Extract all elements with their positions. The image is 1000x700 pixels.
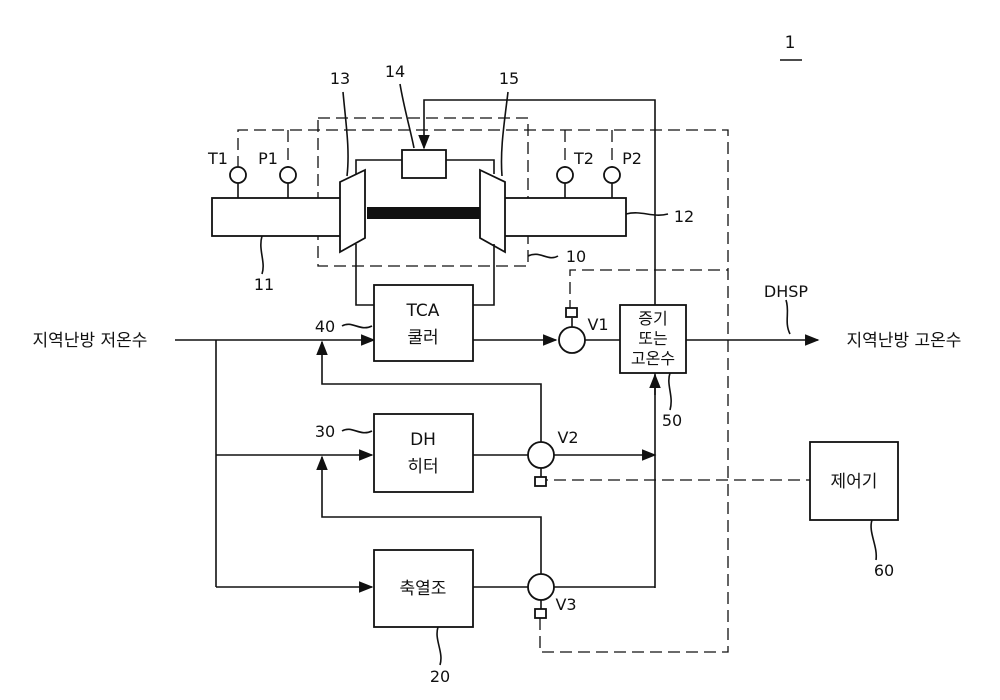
sensor-p2	[604, 167, 620, 198]
ref-20: 20	[430, 667, 450, 686]
steam-label-1: 증기	[638, 309, 667, 328]
sensor-p1	[280, 167, 296, 198]
v3-label: V3	[555, 595, 576, 614]
ref-50: 50	[662, 411, 682, 430]
leader-15	[501, 92, 508, 176]
dh-label-2: 히터	[407, 457, 438, 477]
controller-label: 제어기	[831, 472, 878, 492]
ref-11: 11	[254, 275, 274, 294]
inlet-label: 지역난방 저온수	[33, 331, 148, 351]
leader-11	[261, 236, 263, 274]
ref-60: 60	[874, 561, 894, 580]
outlet-pipe-12	[503, 198, 626, 236]
tca-label-2: 쿨러	[407, 328, 438, 348]
tca-left-connection	[356, 244, 374, 305]
leader-30	[342, 429, 372, 432]
valve-v2	[528, 442, 554, 486]
ref-14: 14	[385, 62, 405, 81]
ref-40: 40	[315, 317, 335, 336]
dh-label-1: DH	[410, 430, 436, 450]
ref-13: 13	[330, 69, 350, 88]
leader-50	[669, 373, 671, 410]
dhsp-label: DHSP	[764, 282, 809, 301]
outlet-label: 지역난방 고온수	[847, 331, 962, 351]
leader-60	[871, 520, 876, 560]
v1-label: V1	[587, 315, 608, 334]
sensor-t2	[557, 167, 573, 198]
leader-40	[342, 324, 372, 327]
shaft	[367, 207, 480, 219]
leader-12	[626, 213, 668, 215]
leader-13	[343, 92, 348, 176]
dh-heater-box	[374, 414, 473, 492]
tca-cooler-box	[374, 285, 473, 361]
compressor-13	[340, 170, 365, 252]
sensor-t1	[230, 167, 246, 198]
element-14	[402, 150, 446, 178]
tca-label-1: TCA	[406, 301, 440, 321]
valve-v3	[528, 574, 554, 618]
t1-label: T1	[207, 149, 228, 168]
inlet-pipe-11	[212, 198, 343, 236]
tca-right-connection	[473, 244, 494, 305]
steam-label-3: 고온수	[631, 349, 675, 368]
ref-12: 12	[674, 207, 694, 226]
ref-15: 15	[499, 69, 519, 88]
p2-label: P2	[622, 149, 642, 168]
p1-label: P1	[258, 149, 278, 168]
ref-30: 30	[315, 422, 335, 441]
turbine-15	[480, 170, 505, 252]
leader-14	[400, 84, 414, 148]
steam-label-2: 또는	[638, 329, 667, 348]
ref-number: 1	[785, 33, 796, 53]
t2-label: T2	[573, 149, 594, 168]
leader-20	[437, 627, 441, 665]
leader-10	[528, 254, 558, 257]
storage-label: 축열조	[400, 579, 447, 599]
v2-label: V2	[557, 428, 578, 447]
dhsp-leader	[786, 300, 790, 334]
ref-10: 10	[566, 247, 586, 266]
